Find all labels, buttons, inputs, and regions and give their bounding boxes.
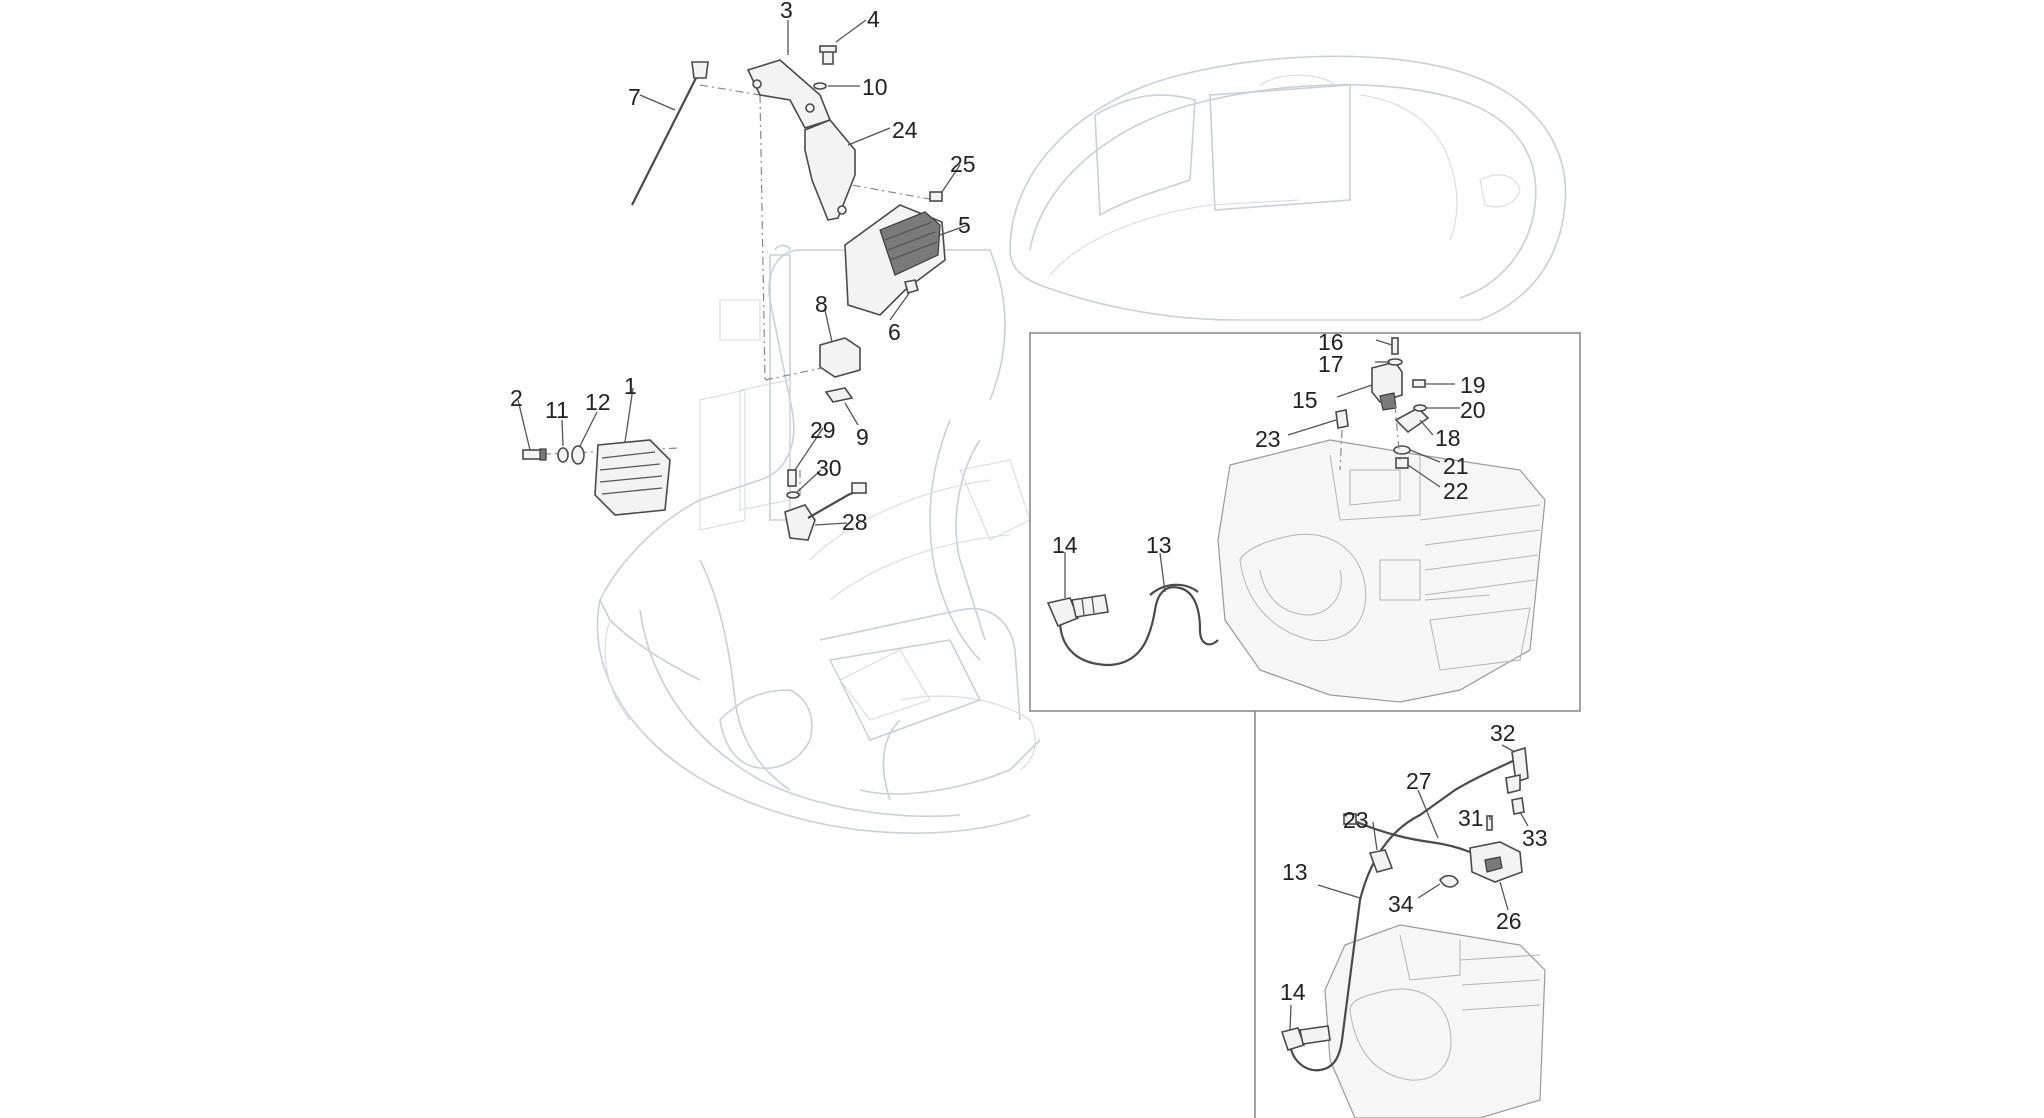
label-part-29: 29 <box>810 417 836 443</box>
inset1-part-20-washer <box>1413 404 1427 412</box>
label-part-7: 7 <box>628 84 641 110</box>
part-8-relay <box>819 337 861 378</box>
label-part-10: 10 <box>862 74 888 100</box>
inset2-part-27-wire <box>1351 818 1471 854</box>
label-inset1-part-16: 16 <box>1318 329 1344 355</box>
part-25-screw <box>929 191 943 202</box>
inset1-part-18-lever <box>1394 407 1430 434</box>
inset2-part-32-cap <box>1505 746 1529 794</box>
inset1-part-16-screw <box>1391 337 1399 355</box>
part-11-washer <box>557 447 569 463</box>
label-part-24: 24 <box>892 117 918 143</box>
inset1-part-19-screw <box>1412 379 1426 388</box>
inset1-part-14-spark-plug-cap <box>1046 594 1109 628</box>
inset2-part-26-ignition-coil <box>1469 841 1523 883</box>
label-inset2-part-14: 14 <box>1280 979 1306 1005</box>
label-part-5: 5 <box>958 212 971 238</box>
label-inset2-part-23: 23 <box>1343 807 1369 833</box>
inset2-part-34-clamp <box>1439 874 1459 888</box>
leader-lines-main <box>517 19 969 526</box>
label-part-4: 4 <box>867 6 880 32</box>
label-inset2-part-32: 32 <box>1490 720 1516 746</box>
part-9-connector <box>824 387 854 403</box>
label-inset2-part-13: 13 <box>1282 859 1308 885</box>
part-5-control-unit <box>844 204 946 316</box>
part-29-screw <box>787 469 797 487</box>
label-part-3: 3 <box>780 0 793 23</box>
part-1-voltage-regulator <box>594 439 671 516</box>
label-part-11: 11 <box>545 397 569 423</box>
inset1-part-21-washer <box>1393 445 1411 455</box>
label-part-1: 1 <box>624 373 637 399</box>
part-3-bracket <box>746 59 832 129</box>
inset2-part-23-clip <box>1368 849 1394 873</box>
part-4-screw <box>819 45 837 65</box>
label-inset2-part-31: 31 <box>1458 805 1484 831</box>
label-part-28: 28 <box>842 509 868 535</box>
label-part-9: 9 <box>856 424 869 450</box>
inset-box-2 <box>1254 711 1546 1118</box>
label-inset2-part-33: 33 <box>1522 825 1548 851</box>
label-part-8: 8 <box>815 291 828 317</box>
scooter-body-outline <box>596 55 1567 834</box>
label-inset1-part-21: 21 <box>1443 453 1469 479</box>
label-inset1-part-19: 19 <box>1460 372 1486 398</box>
callout-labels: 3 4 7 10 24 25 5 8 6 2 11 12 1 29 9 30 2… <box>510 0 1548 1005</box>
part-6-nut <box>904 279 919 295</box>
part-30-washer <box>786 491 800 499</box>
label-part-30: 30 <box>816 455 842 481</box>
label-inset1-part-18: 18 <box>1435 425 1461 451</box>
inset2-part-13-wire <box>1288 759 1516 1072</box>
inset1-part-13-wire <box>1058 586 1219 667</box>
label-part-12: 12 <box>585 389 611 415</box>
label-inset1-part-22: 22 <box>1443 478 1469 504</box>
label-inset1-part-17: 17 <box>1318 351 1344 377</box>
label-inset2-part-27: 27 <box>1406 768 1432 794</box>
label-part-6: 6 <box>888 319 901 345</box>
part-7-cable-tie <box>631 61 709 206</box>
part-2-bolt <box>522 448 547 461</box>
label-inset1-part-20: 20 <box>1460 397 1486 423</box>
part-10-washer <box>813 82 827 90</box>
label-part-2: 2 <box>510 385 523 411</box>
inset2-part-14-spark-plug-cap <box>1280 1025 1331 1051</box>
label-inset2-part-26: 26 <box>1496 908 1522 934</box>
part-12-washer <box>571 445 585 465</box>
label-inset1-part-23: 23 <box>1255 426 1281 452</box>
inset-box-1 <box>1029 332 1581 712</box>
label-part-25: 25 <box>950 151 976 177</box>
label-inset1-part-13: 13 <box>1146 532 1172 558</box>
part-28-sensor <box>784 482 867 541</box>
label-inset2-part-34: 34 <box>1388 891 1414 917</box>
inset2-part-33-clip <box>1511 797 1525 815</box>
part-24-support-plate <box>804 119 856 221</box>
label-inset1-part-15: 15 <box>1292 387 1318 413</box>
label-inset1-part-14: 14 <box>1052 532 1078 558</box>
inset1-part-22-gasket <box>1395 457 1409 469</box>
inset1-part-23-fitting <box>1335 409 1349 429</box>
inset1-part-17-washer <box>1387 358 1403 366</box>
